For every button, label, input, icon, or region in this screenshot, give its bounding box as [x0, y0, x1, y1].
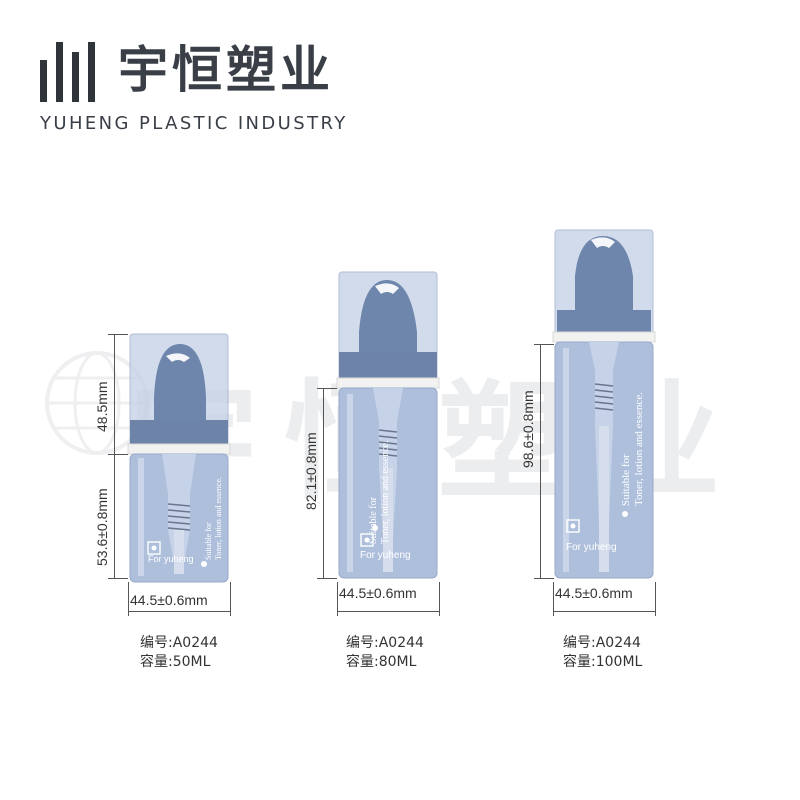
- dimension-tick: [317, 388, 337, 389]
- body-height-label: 53.6±0.8mm: [94, 488, 110, 566]
- bottle-print-text: Toner, lotion and essence.: [214, 477, 223, 560]
- dimension-tick: [108, 334, 128, 335]
- width-label: 44.5±0.6mm: [555, 585, 633, 601]
- dimension-line: [323, 388, 324, 578]
- spec-capacity: 容量:80ML: [346, 654, 417, 670]
- bottle-print-text: Suitable for: [620, 454, 632, 506]
- dimension-line: [540, 344, 541, 578]
- cap-height-label: 48.5mm: [94, 381, 110, 432]
- dimension-line: [553, 611, 655, 612]
- dimension-line: [114, 334, 115, 579]
- bottle-print-text: Toner, lotion and essence.: [633, 392, 645, 506]
- dimension-tick: [108, 578, 128, 579]
- brand-name-en: YUHENG PLASTIC INDUSTRY: [40, 113, 348, 134]
- spec-code: 编号:A0244: [563, 635, 641, 651]
- body-height-label: 98.6±0.8mm: [520, 390, 536, 468]
- bottle-100ml: [552, 229, 656, 579]
- dimension-tick: [317, 578, 337, 579]
- width-label: 44.5±0.6mm: [130, 592, 208, 608]
- dimension-line: [337, 611, 439, 612]
- dimension-tick: [655, 582, 656, 616]
- dimension-tick: [534, 344, 554, 345]
- width-label: 44.5±0.6mm: [339, 585, 417, 601]
- body-height-label: 82.1±0.8mm: [303, 432, 319, 510]
- dimension-tick: [337, 582, 338, 616]
- bottle-80ml: [336, 271, 440, 579]
- brand-name-cn: 宇恒塑业: [118, 41, 334, 99]
- bottle-print-brand: For yuheng: [148, 554, 194, 564]
- spec-capacity: 容量:50ML: [140, 654, 211, 670]
- spec-code: 编号:A0244: [346, 635, 424, 651]
- bottle-50ml: [127, 333, 231, 583]
- dimension-tick: [439, 582, 440, 616]
- dimension-tick: [128, 582, 129, 616]
- dimension-tick: [108, 454, 128, 455]
- bottle-print-brand: For yuheng: [566, 542, 617, 553]
- dimension-tick: [230, 582, 231, 616]
- dimension-tick: [553, 582, 554, 616]
- bottle-print-text: Suitable for: [368, 497, 379, 544]
- bottle-print-brand: For yuheng: [360, 550, 411, 561]
- bottle-print-text: Suitable for: [204, 522, 213, 560]
- bottle-print-text: Toner, lotion and essence.: [380, 440, 391, 544]
- spec-code: 编号:A0244: [140, 635, 218, 651]
- brand-logo-icon: [40, 42, 95, 102]
- dimension-line: [128, 611, 230, 612]
- spec-capacity: 容量:100ML: [563, 654, 643, 670]
- dimension-tick: [534, 578, 554, 579]
